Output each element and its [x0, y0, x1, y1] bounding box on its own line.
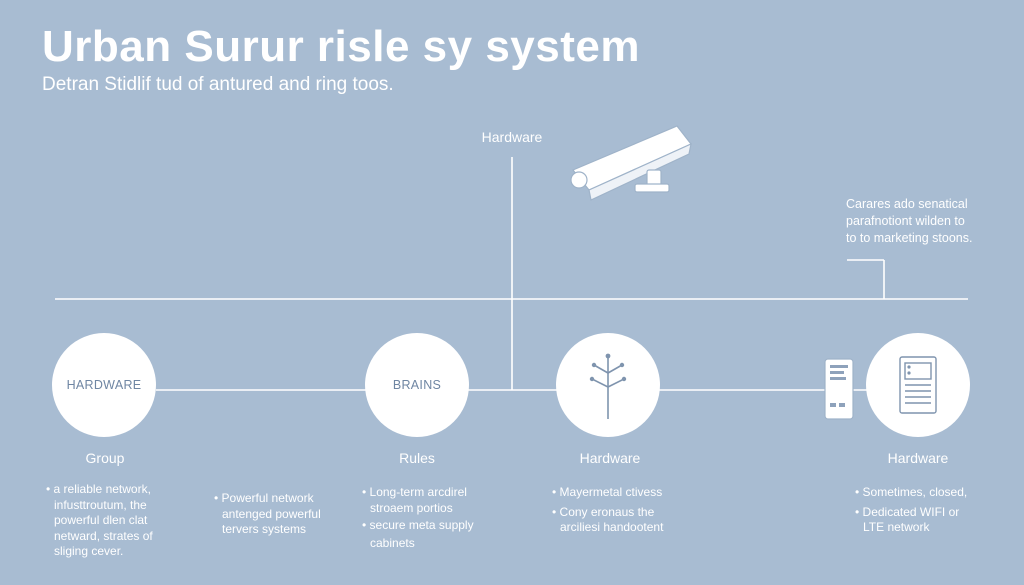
node-bullets-1: • a reliable network, infusttroutum, the…	[46, 482, 176, 560]
node-title-hardware: Hardware	[579, 450, 641, 466]
bullet-line: • secure meta supply	[362, 518, 474, 532]
node-title-rules: Rules	[399, 450, 435, 466]
node-circle-brains: BRAINS	[365, 333, 469, 437]
top-hardware-label: Hardware	[481, 129, 543, 145]
bullet-line: • Powerful network	[214, 491, 314, 505]
node-title-group: Group	[85, 450, 125, 466]
bullet-line: • Sometimes, closed,	[855, 485, 968, 499]
node-circle-label: HARDWARE	[66, 378, 142, 392]
server-cabinet-icon	[899, 356, 937, 414]
bullet-line: • Mayermetal ctivess	[552, 485, 663, 499]
bullet-line: arciliesi handootent	[560, 520, 664, 534]
bullet-line: • a reliable network,	[46, 482, 151, 496]
note-line: Carares ado senatical	[846, 197, 968, 211]
bullet-line: tervers systems	[222, 522, 307, 536]
bullet-line: sliging cever.	[54, 544, 124, 558]
note-line: parafnotiont wilden to	[846, 214, 965, 228]
node-circle-antenna	[556, 333, 660, 437]
node-bullets-2: • Powerful network antenged powerful ter…	[214, 491, 344, 538]
bullet-line: antenged powerful	[222, 506, 321, 521]
bullet-line: stroaem portios	[370, 500, 453, 515]
bullet-line: • Cony eronaus the	[552, 504, 655, 519]
side-note: Carares ado senatical parafnotiont wilde…	[846, 196, 986, 247]
node-circle-label: BRAINS	[392, 378, 442, 392]
node-bullets-5: • Sometimes, closed, • Dedicated WIFI or…	[855, 485, 995, 536]
node-bullets-4: • Mayermetal ctivess • Cony eronaus the …	[552, 485, 692, 536]
bullet-line: • Long-term arcdirel	[362, 485, 467, 499]
node-circle-hardware: HARDWARE	[52, 333, 156, 437]
bullet-line: cabinets	[370, 535, 415, 550]
node-bullets-3: • Long-term arcdirel stroaem portios • s…	[362, 485, 492, 551]
page-title: Urban Surur risle sy system	[42, 22, 640, 71]
note-line: to to marketing stoons.	[846, 231, 973, 245]
bullet-line: LTE network	[863, 520, 930, 534]
bullet-line: powerful dlen clat	[54, 513, 148, 527]
bullet-line: infusttroutum, the	[54, 497, 147, 512]
antenna-tower-icon	[589, 353, 627, 419]
security-camera-icon	[570, 125, 692, 201]
page-subtitle: Detran Stidlif tud of antured and ring t…	[42, 74, 394, 95]
phone-device-icon	[824, 358, 854, 420]
bullet-line: • Dedicated WIFI or	[855, 504, 960, 519]
bullet-line: netward, strates of	[54, 528, 153, 543]
node-title-hardware-2: Hardware	[887, 450, 949, 466]
node-circle-server	[866, 333, 970, 437]
